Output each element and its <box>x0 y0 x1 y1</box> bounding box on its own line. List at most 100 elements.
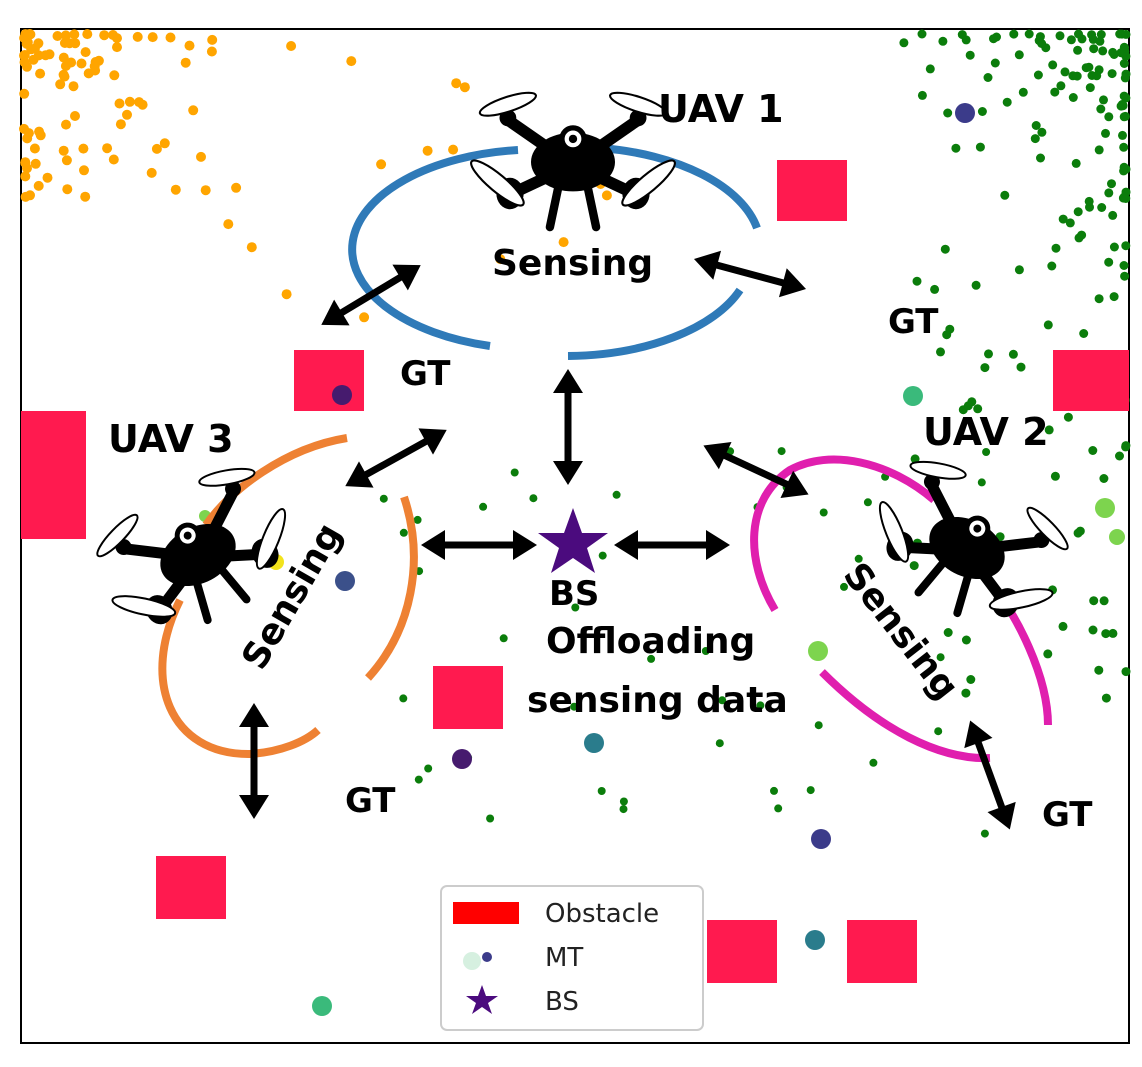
ground-target-point <box>510 468 519 477</box>
ground-target-point <box>945 324 955 334</box>
gt-label: GT <box>1042 795 1093 835</box>
ground-target-point <box>147 32 158 43</box>
ground-target-point <box>1050 471 1060 481</box>
ground-target-point <box>1095 36 1105 46</box>
ground-target-point <box>701 647 710 655</box>
ground-target-point <box>1036 153 1045 163</box>
mt-point <box>903 386 923 406</box>
ground-target-point <box>20 29 31 40</box>
ground-target-point <box>943 108 953 118</box>
ground-target-point <box>863 498 872 507</box>
gt-label: GT <box>400 354 451 394</box>
ground-target-point <box>619 797 628 806</box>
ground-target-point <box>1008 349 1018 359</box>
mt-point <box>452 749 472 769</box>
ground-target-point <box>1014 265 1024 275</box>
ground-target-point <box>1092 71 1102 81</box>
ground-target-point <box>61 119 71 130</box>
ground-target-point <box>909 561 919 571</box>
ground-target-point <box>529 494 538 503</box>
ground-target-point <box>806 786 815 795</box>
ground-target-point <box>770 786 778 795</box>
ground-target-point <box>376 159 387 170</box>
ground-target-point <box>1115 451 1124 461</box>
ground-target-point <box>1094 665 1104 675</box>
ground-target-point <box>61 155 72 166</box>
uav2-orbit <box>819 669 991 763</box>
ground-target-point <box>34 126 45 137</box>
ground-target-point <box>206 46 217 57</box>
ground-target-point <box>925 64 935 74</box>
ground-target-point <box>934 727 943 736</box>
ground-target-point <box>854 554 863 563</box>
ground-target-point <box>223 219 234 230</box>
mt-point <box>1095 498 1115 518</box>
ground-target-point <box>1108 628 1118 638</box>
uav3-orbit <box>365 495 418 681</box>
ground-target-point <box>963 401 973 411</box>
ground-target-point <box>109 70 120 81</box>
ground-target-point <box>124 96 135 107</box>
ground-target-point <box>938 36 948 46</box>
ground-target-point <box>281 289 292 300</box>
ground-target-point <box>19 88 30 99</box>
ground-target-point <box>165 32 176 43</box>
ground-target-point <box>246 242 257 253</box>
ground-target-point <box>1060 67 1070 77</box>
ground-target-point <box>1074 29 1083 39</box>
ground-target-point <box>424 764 433 773</box>
ground-target-point <box>1088 446 1098 455</box>
ground-target-point <box>19 123 29 134</box>
obstacle <box>777 160 847 221</box>
ground-target-point <box>159 138 170 149</box>
ground-target-point <box>1109 292 1119 302</box>
ground-target-point <box>486 814 495 823</box>
ground-target-point <box>1016 362 1026 372</box>
ground-target-point <box>1071 158 1081 168</box>
ground-target-point <box>146 167 157 178</box>
ground-target-point <box>973 404 983 414</box>
ground-target-point <box>1073 45 1083 55</box>
ground-target-point <box>917 90 927 100</box>
ground-target-point <box>1014 50 1024 60</box>
ground-target-point <box>961 635 971 645</box>
legend-obstacle-label: Obstacle <box>545 899 659 929</box>
ground-target-point <box>62 184 73 195</box>
ground-target-point <box>1047 261 1057 271</box>
ground-target-point <box>108 154 119 165</box>
obstacle <box>294 350 364 411</box>
ground-target-point <box>1009 29 1019 39</box>
ground-target-point <box>571 603 580 612</box>
ground-target-point <box>1002 97 1012 107</box>
ground-target-point <box>980 829 989 838</box>
ground-target-point <box>20 171 31 182</box>
mt-point <box>1109 529 1125 545</box>
ground-target-point <box>64 38 75 49</box>
ground-target-point <box>58 52 69 63</box>
ground-target-point <box>1043 649 1053 659</box>
uav2-orbit <box>750 455 937 613</box>
ground-target-point <box>22 163 32 174</box>
uav3-orbit <box>202 434 348 528</box>
mt-point <box>805 930 825 950</box>
ground-target-point <box>619 805 628 814</box>
uav1-label: UAV 1 <box>658 87 784 131</box>
ground-target-point <box>52 31 63 41</box>
ground-target-point <box>79 165 89 176</box>
ground-target-point <box>975 142 985 152</box>
ground-target-point <box>68 81 79 92</box>
ground-target-point <box>42 172 53 183</box>
ground-target-point <box>207 34 218 45</box>
ground-target-point <box>114 98 125 109</box>
ground-target-point <box>940 244 950 254</box>
uav1-orbit <box>348 146 519 350</box>
ground-target-point <box>1048 60 1058 70</box>
mt-point <box>332 385 352 405</box>
ground-target-point <box>1068 93 1078 102</box>
ground-target-point <box>1050 87 1060 97</box>
ground-target-point <box>479 502 488 511</box>
ground-target-point <box>33 50 44 61</box>
ground-target-point <box>451 78 462 89</box>
ground-target-point <box>66 57 77 68</box>
uav3-label: UAV 3 <box>108 417 234 461</box>
